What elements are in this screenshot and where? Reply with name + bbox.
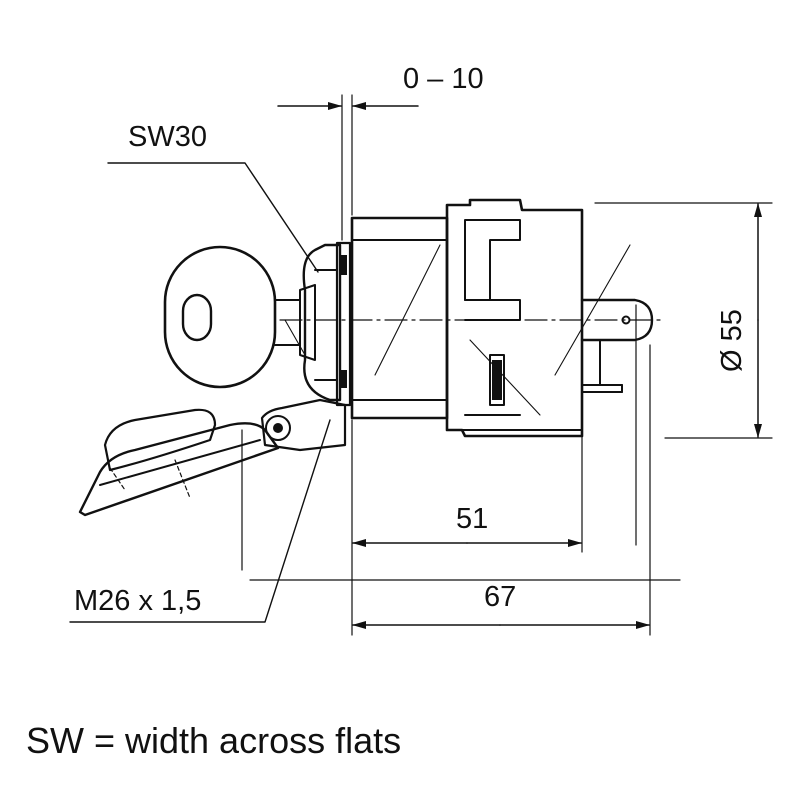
thread-label: M26 x 1,5: [74, 585, 201, 617]
diameter-label: Ø 55: [716, 309, 748, 372]
extension-lines: [241, 94, 773, 636]
leader-lines: [69, 162, 331, 623]
section-hatch: [284, 244, 631, 416]
front-nut: [302, 241, 352, 407]
body-length-label: 51: [456, 503, 488, 535]
dimension-lines: [277, 102, 762, 629]
switch-body: [350, 198, 654, 438]
spanner-size-label: SW30: [128, 121, 207, 153]
total-length-label: 67: [484, 581, 516, 613]
caption: SW = width across flats: [26, 720, 402, 761]
dust-cap: [78, 398, 347, 517]
key: [163, 245, 316, 389]
adjust-range-label: 0 – 10: [403, 63, 484, 95]
